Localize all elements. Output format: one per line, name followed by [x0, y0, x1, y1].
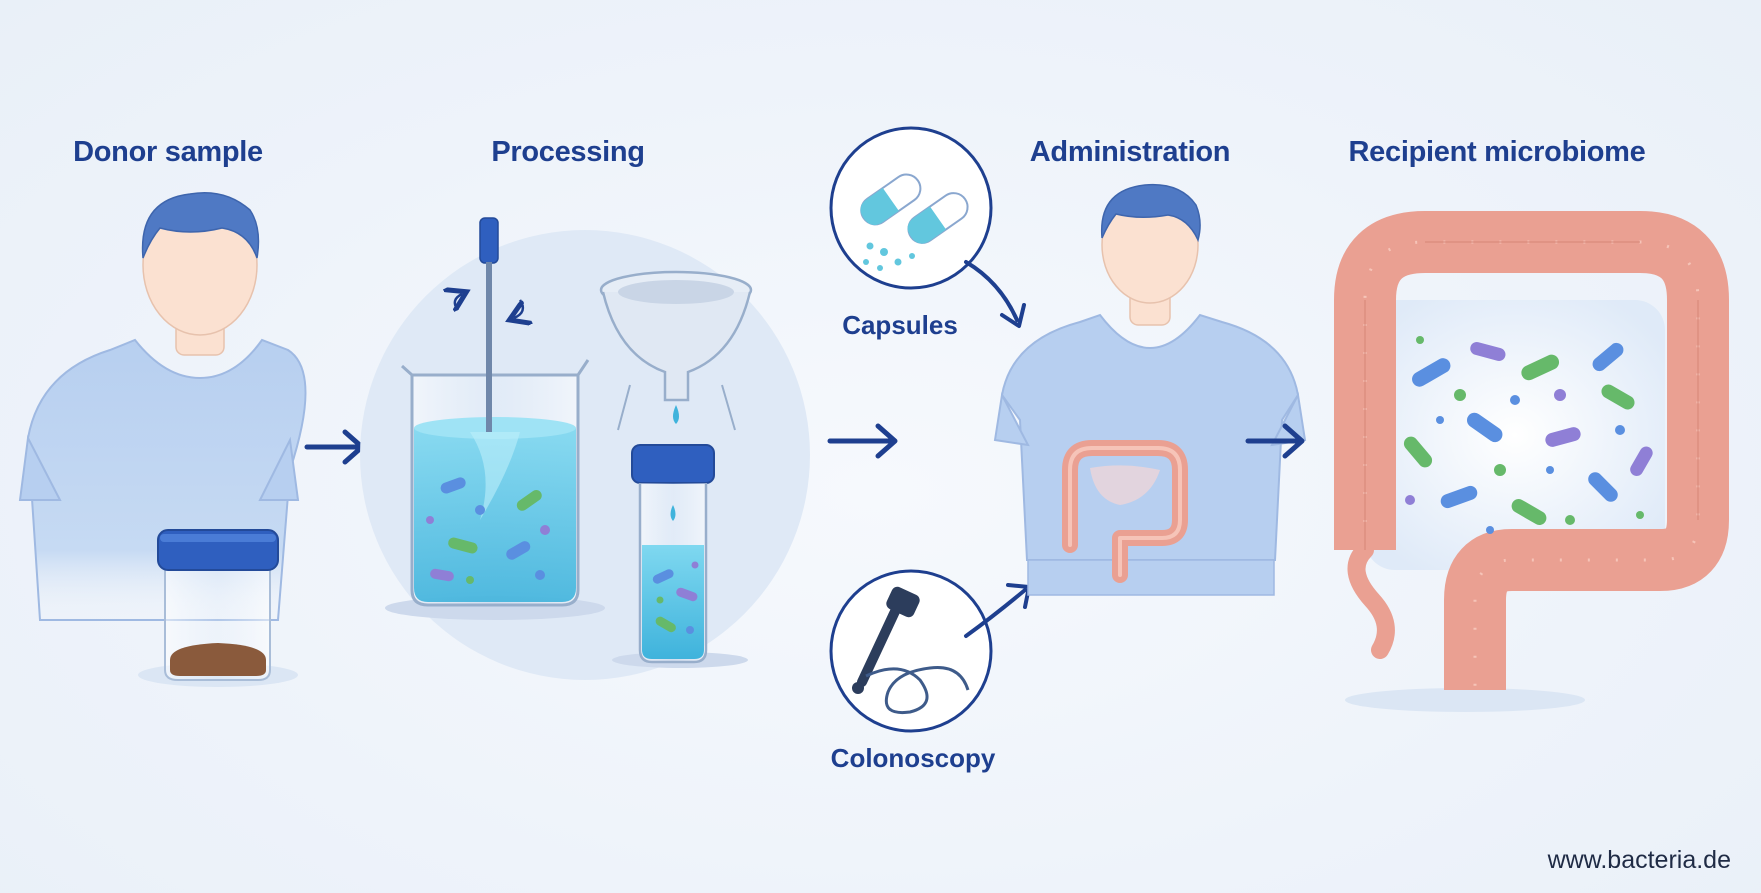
- colonoscopy-route-arrow: [964, 588, 1027, 638]
- colon-icon: [1334, 211, 1729, 712]
- capsules-route-arrow-head: [1000, 303, 1026, 328]
- sample-jar-icon: [138, 529, 298, 687]
- source-url: www.bacteria.de: [1547, 846, 1731, 874]
- recipient-person-icon: [993, 183, 1307, 596]
- step-title-processing: Processing: [491, 136, 645, 168]
- capsules-route-arrow: [964, 260, 1019, 322]
- capsule-icon: [907, 192, 969, 244]
- capsule-icon: [860, 173, 922, 226]
- donor-person-icon: [18, 191, 307, 621]
- step-title-administration: Administration: [1029, 136, 1231, 168]
- step-title-donor: Donor sample: [73, 136, 263, 168]
- arrow-right-icon-head: [875, 423, 898, 459]
- colonoscopy-circle: [829, 569, 993, 733]
- beaker-icon: [385, 359, 605, 620]
- stirrer-icon: [455, 217, 523, 432]
- funnel-icon: [599, 270, 753, 431]
- arrow-right-icon-head: [1282, 423, 1305, 459]
- bacteria-icon: [1403, 336, 1653, 534]
- colonoscope-icon: [852, 586, 970, 715]
- vial-icon: [612, 444, 748, 668]
- step-title-recipient: Recipient microbiome: [1348, 136, 1646, 168]
- route-label-colonoscopy: Colonoscopy: [830, 743, 996, 773]
- route-label-capsules: Capsules: [842, 310, 958, 340]
- capsules-circle: [829, 126, 993, 290]
